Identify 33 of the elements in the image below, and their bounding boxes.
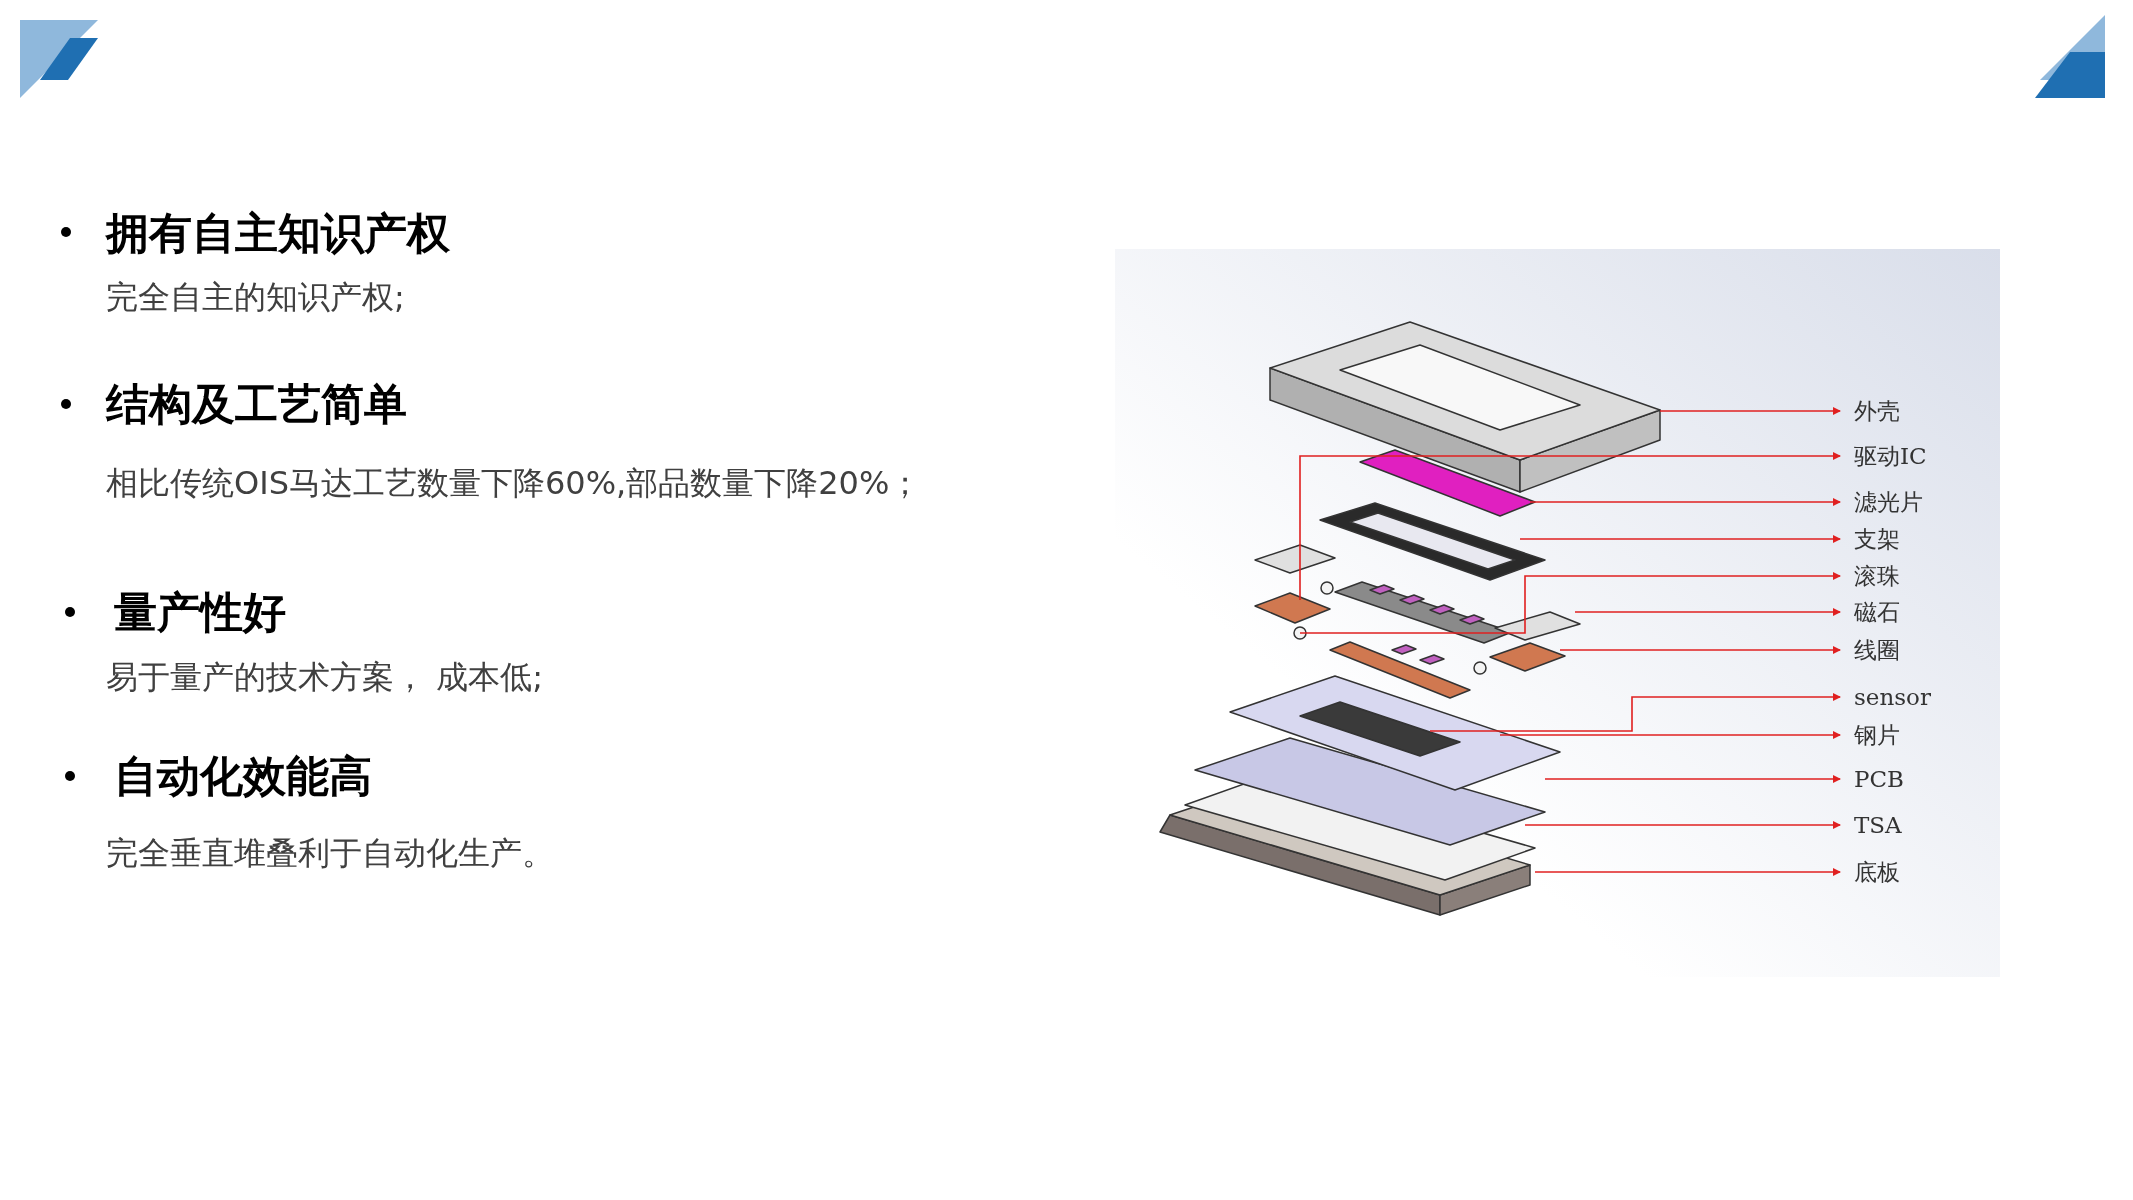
part-label: TSA bbox=[1840, 810, 1902, 840]
leader-line bbox=[1299, 452, 1841, 601]
section-heading: 自动化效能高 bbox=[114, 750, 372, 803]
part-label: PCB bbox=[1840, 764, 1904, 794]
leader-line bbox=[1524, 821, 1841, 829]
part-label: 钢片 bbox=[1840, 720, 1900, 750]
part-label: 驱动IC bbox=[1840, 441, 1927, 471]
section-heading: 拥有自主知识产权 bbox=[106, 207, 450, 260]
part-label: 底板 bbox=[1840, 857, 1900, 887]
part-label: 滤光片 bbox=[1840, 487, 1923, 517]
leader-line bbox=[1544, 775, 1841, 783]
leader-line bbox=[1574, 608, 1841, 616]
description-text: 完全垂直堆叠利于自动化生产。 bbox=[106, 833, 554, 874]
leader-line bbox=[1559, 646, 1841, 654]
leader-line bbox=[1299, 572, 1841, 634]
section-heading: 结构及工艺简单 bbox=[106, 378, 407, 431]
leader-line bbox=[1519, 535, 1841, 543]
leader-line bbox=[1529, 498, 1841, 506]
description-text: 相比传统OIS马达工艺数量下降60%,部品数量下降20%； bbox=[106, 463, 922, 504]
leader-line bbox=[1534, 868, 1841, 876]
leader-line bbox=[1429, 693, 1841, 732]
description-text: 易于量产的技术方案， 成本低; bbox=[106, 657, 543, 698]
leader-line bbox=[1499, 731, 1841, 739]
part-label: 外壳 bbox=[1840, 396, 1900, 426]
part-label: 磁石 bbox=[1840, 597, 1900, 627]
part-label: 滚珠 bbox=[1840, 561, 1900, 591]
part-label: 支架 bbox=[1840, 524, 1900, 554]
description-text: 完全自主的知识产权; bbox=[106, 277, 405, 318]
section-heading: 量产性好 bbox=[114, 586, 286, 639]
part-label: 线圈 bbox=[1840, 635, 1900, 665]
exploded-view-drawing bbox=[1159, 321, 1661, 916]
part-label: sensor bbox=[1840, 682, 1931, 712]
leader-line bbox=[1659, 407, 1841, 415]
